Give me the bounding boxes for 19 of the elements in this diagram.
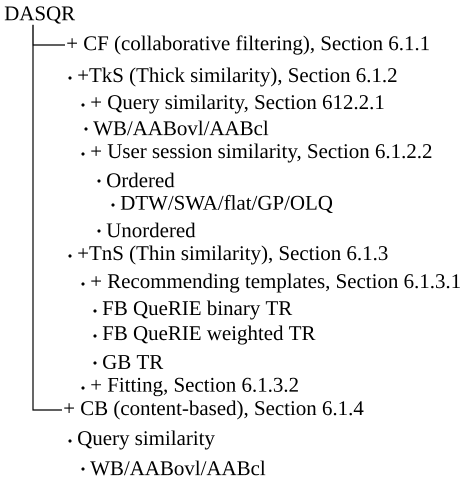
tree-item: DASQR <box>4 6 76 24</box>
list-item: DTW/SWA/flat/GP/OLQ <box>120 194 333 214</box>
list-item: Ordered <box>107 172 174 188</box>
tree-item: + CB (content-based), Section 6.1.4 <box>64 400 364 420</box>
list-item: WB/AABovl/AABcl <box>93 120 268 136</box>
tree-connector <box>32 24 62 411</box>
list-item: FB QueRIE binary TR <box>102 300 292 320</box>
list-item: + Recommending templates, Section 6.1.3.1 <box>91 273 460 293</box>
list-item: Unordered <box>106 222 196 238</box>
tree-item: + CF (collaborative filtering), Section 6.1.1 <box>67 35 429 55</box>
list-item: + Fitting, Section 6.1.3.2 <box>91 378 298 396</box>
list-item: GB TR <box>103 354 164 370</box>
list-item: + User session similarity, Section 6.1.2.2 <box>91 144 432 163</box>
list-item: Query similarity <box>78 430 215 450</box>
list-item: + Query similarity, Section 612.2.1 <box>91 94 384 114</box>
list-item: +TnS (Thin similarity), Section 6.1.3 <box>78 245 388 265</box>
list-item: FB QueRIE weighted TR <box>102 325 316 345</box>
list-item: WB/AABovl/AABcl <box>90 460 266 476</box>
list-item: +TkS (Thick similarity), Section 6.1.2 <box>78 68 396 87</box>
